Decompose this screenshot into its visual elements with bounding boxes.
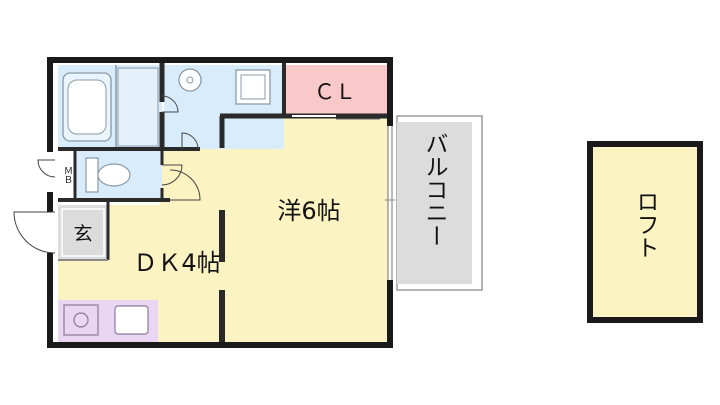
toilet-tank-icon bbox=[85, 157, 99, 193]
entrance-step bbox=[61, 208, 105, 257]
meter-box-floor bbox=[58, 151, 74, 199]
meter-box-door bbox=[37, 159, 56, 178]
hall-floor bbox=[160, 145, 222, 210]
closet-label: ＣＬ bbox=[314, 80, 356, 104]
kitchen-sink-icon bbox=[114, 305, 149, 335]
entrance-floor bbox=[58, 205, 108, 260]
closet-floor bbox=[286, 65, 388, 115]
bathtub-inner-icon bbox=[67, 79, 107, 135]
main-unit: ＣＬ 洋6帖 ＤＫ4帖 玄 ＭＢ bbox=[13, 57, 395, 348]
washing-machine-icon bbox=[235, 69, 271, 105]
balcony-floor bbox=[397, 122, 472, 284]
dining-kitchen-label: ＤＫ4帖 bbox=[133, 249, 220, 277]
sink-drain-icon bbox=[186, 76, 194, 84]
western-room-floor bbox=[218, 117, 388, 342]
door-swing bbox=[169, 169, 201, 201]
door-swing bbox=[161, 164, 183, 186]
loft-label: ロフト bbox=[632, 190, 658, 259]
meter-box-label: ＭＢ bbox=[62, 166, 72, 184]
balcony: バルコニー bbox=[396, 115, 483, 291]
burner-icon bbox=[73, 312, 89, 328]
loft-floor bbox=[593, 147, 697, 317]
entrance-door-swing bbox=[13, 211, 56, 254]
door-swing bbox=[181, 132, 199, 150]
stove-icon bbox=[63, 304, 99, 336]
bathroom-wash-area bbox=[117, 67, 159, 147]
toilet-bowl-icon bbox=[97, 163, 131, 187]
door-swing bbox=[161, 95, 179, 113]
sink-icon bbox=[178, 68, 202, 92]
balcony-label: バルコニー bbox=[421, 132, 448, 247]
western-room-label: 洋6帖 bbox=[277, 197, 340, 225]
loft-wall bbox=[587, 141, 703, 323]
loft: ロフト bbox=[587, 141, 703, 323]
entrance-label: 玄 bbox=[73, 223, 92, 245]
washing-machine-inner-icon bbox=[240, 74, 266, 100]
